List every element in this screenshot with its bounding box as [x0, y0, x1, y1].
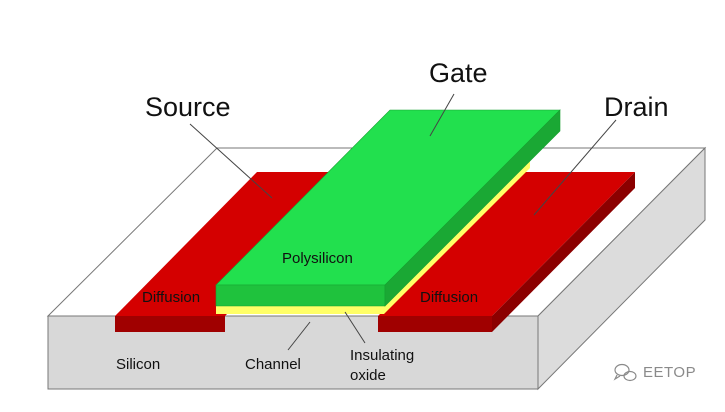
drain-diffusion [378, 172, 635, 332]
drain-diffusion-top [378, 172, 635, 316]
gate-front-face [215, 284, 386, 307]
insulating-oxide-layer [216, 160, 530, 314]
polysilicon-gate [215, 109, 561, 307]
gate-side-face [384, 109, 561, 307]
drain-leader [533, 119, 617, 216]
substrate-side-face [537, 146, 706, 391]
diffusion-right-label: Diffusion [420, 289, 478, 306]
oxide-leader [344, 311, 366, 344]
channel-leader [287, 321, 311, 351]
insulating-label-line2: oxide [350, 367, 386, 384]
watermark: EETOP [613, 363, 696, 382]
polysilicon-label: Polysilicon [282, 250, 353, 267]
oxide-side [384, 160, 530, 314]
drain-label: Drain [604, 92, 669, 122]
drain-diffusion-front [378, 316, 492, 332]
channel-label: Channel [245, 356, 301, 373]
wechat-icon [613, 363, 637, 382]
gate-leader [429, 93, 455, 137]
gate-label: Gate [429, 58, 488, 88]
drain-diffusion-side [492, 172, 635, 332]
oxide-front [216, 306, 384, 314]
source-leader [189, 123, 273, 199]
source-label: Source [145, 92, 231, 122]
silicon-label: Silicon [116, 356, 160, 373]
diffusion-left-label: Diffusion [142, 289, 200, 306]
insulating-label-line1: Insulating [350, 347, 414, 364]
source-diffusion-front [115, 316, 225, 332]
leader-lines [189, 93, 617, 351]
watermark-text: EETOP [643, 364, 696, 381]
